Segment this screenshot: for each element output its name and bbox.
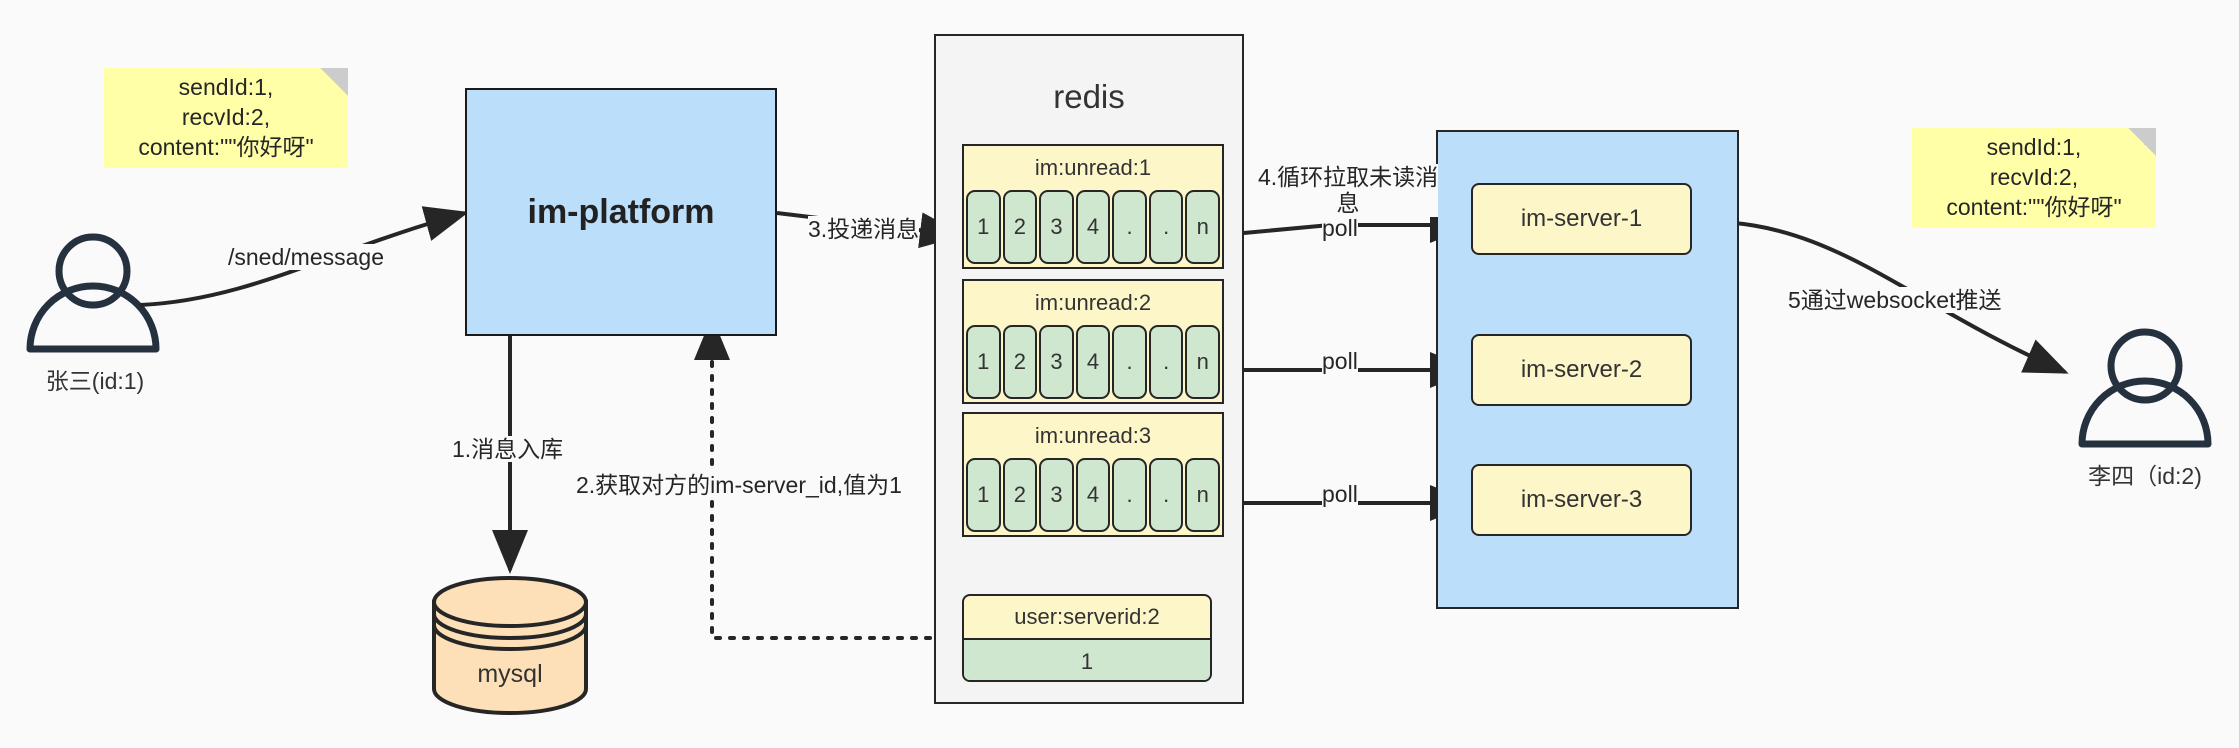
im-platform-node[interactable]: im-platform bbox=[465, 88, 777, 336]
redis-list-key: im:unread:2 bbox=[1034, 290, 1152, 315]
edge-label-step5: 5通过websocket推送 bbox=[1788, 287, 2002, 314]
list-cell: . bbox=[1148, 325, 1184, 399]
im-server-2-label: im-server-2 bbox=[1520, 356, 1643, 383]
edge-websocket-push bbox=[1689, 219, 2069, 374]
redis-title: redis bbox=[1053, 78, 1125, 115]
list-cell: 4 bbox=[1075, 458, 1111, 532]
list-cell: n bbox=[1185, 190, 1221, 264]
redis-list-cells: 1 2 3 4 . . n bbox=[964, 458, 1222, 536]
list-cell: . bbox=[1112, 325, 1147, 399]
edge-label-step1: 1.消息入库 bbox=[452, 436, 564, 463]
im-server-1-node[interactable]: im-server-1 bbox=[1471, 183, 1692, 255]
edge-send-message bbox=[139, 206, 469, 307]
im-server-1-label: im-server-1 bbox=[1520, 205, 1643, 232]
im-platform-label: im-platform bbox=[527, 192, 715, 231]
edge-label-step2: 2.获取对方的im-server_id,值为1 bbox=[576, 472, 902, 499]
im-server-3-label: im-server-3 bbox=[1520, 486, 1643, 513]
im-server-3-node[interactable]: im-server-3 bbox=[1471, 464, 1692, 536]
list-cell: 2 bbox=[1002, 458, 1038, 532]
edge-label-send-message: /sned/message bbox=[228, 244, 384, 271]
sender-actor-label: 张三(id:1) bbox=[45, 368, 145, 394]
list-cell: 3 bbox=[1039, 458, 1074, 532]
edge-label-poll-1: poll bbox=[1322, 215, 1358, 242]
redis-kv-key: user:serverid:2 bbox=[1014, 604, 1160, 629]
note-fold-icon bbox=[320, 68, 348, 96]
list-cell: 1 bbox=[966, 458, 1001, 532]
edge-label-step3: 3.投递消息 bbox=[808, 216, 920, 243]
list-cell: 2 bbox=[1002, 325, 1038, 399]
mysql-label: mysql bbox=[477, 660, 543, 688]
redis-list-im-unread-1[interactable]: im:unread:1 1 2 3 4 . . n bbox=[962, 144, 1224, 269]
list-cell: 4 bbox=[1075, 190, 1111, 264]
list-cell: 4 bbox=[1075, 325, 1111, 399]
list-cell: 3 bbox=[1039, 190, 1074, 264]
receiver-actor-icon bbox=[2078, 328, 2212, 448]
list-cell: 1 bbox=[966, 325, 1001, 399]
im-server-2-node[interactable]: im-server-2 bbox=[1471, 334, 1692, 406]
redis-list-im-unread-2[interactable]: im:unread:2 1 2 3 4 . . n bbox=[962, 279, 1224, 404]
receiver-actor-label: 李四（id:2) bbox=[2088, 463, 2202, 489]
note-line-sendid: sendId:1, bbox=[178, 74, 274, 101]
note-line-content: content:""你好呀" bbox=[1946, 193, 2122, 220]
note-fold-icon bbox=[2128, 128, 2156, 156]
list-cell: 2 bbox=[1002, 190, 1038, 264]
note-line-sendid: sendId:1, bbox=[1986, 134, 2082, 161]
note-line-content: content:""你好呀" bbox=[138, 133, 314, 160]
receiver-message-note: sendId:1, recvId:2, content:""你好呀" bbox=[1912, 128, 2156, 228]
list-cell: . bbox=[1148, 190, 1184, 264]
edge-label-step4: 4.循环拉取未读消 息 bbox=[1258, 164, 1439, 217]
sender-actor-icon bbox=[26, 233, 160, 353]
redis-list-cells: 1 2 3 4 . . n bbox=[964, 325, 1222, 403]
edge-label-poll-3: poll bbox=[1322, 481, 1358, 508]
list-cell: n bbox=[1185, 458, 1221, 532]
redis-kv-value: 1 bbox=[964, 638, 1210, 680]
note-line-recvid: recvId:2, bbox=[1989, 164, 2079, 191]
list-cell: n bbox=[1185, 325, 1221, 399]
note-line-recvid: recvId:2, bbox=[181, 104, 271, 131]
mysql-cylinder bbox=[432, 576, 588, 715]
edge-get-server-id bbox=[694, 316, 960, 640]
list-cell: . bbox=[1112, 190, 1147, 264]
redis-kv-user-serverid[interactable]: user:serverid:2 1 bbox=[962, 594, 1212, 682]
list-cell: 1 bbox=[966, 190, 1001, 264]
list-cell: . bbox=[1112, 458, 1147, 532]
redis-list-key: im:unread:3 bbox=[1034, 423, 1152, 448]
list-cell: . bbox=[1148, 458, 1184, 532]
redis-list-key: im:unread:1 bbox=[1034, 155, 1152, 180]
redis-list-cells: 1 2 3 4 . . n bbox=[964, 190, 1222, 268]
list-cell: 3 bbox=[1039, 325, 1074, 399]
sender-message-note: sendId:1, recvId:2, content:""你好呀" bbox=[104, 68, 348, 168]
edge-label-poll-2: poll bbox=[1322, 348, 1358, 375]
redis-list-im-unread-3[interactable]: im:unread:3 1 2 3 4 . . n bbox=[962, 412, 1224, 537]
